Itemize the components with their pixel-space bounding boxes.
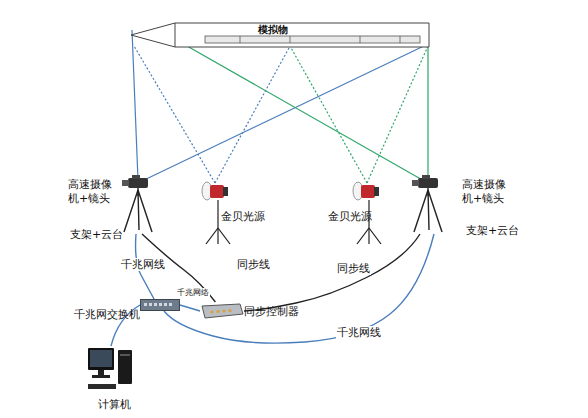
- node-label: 金贝光源: [328, 210, 372, 224]
- cable-label: 同步线: [336, 262, 371, 275]
- node-label: 金贝光源: [221, 210, 265, 224]
- node-label: 支架+云台: [466, 224, 519, 238]
- node-label: 计算机: [98, 398, 131, 412]
- equipment-node: 千兆网交换机: [140, 299, 180, 311]
- light-ray: [367, 46, 428, 183]
- equipment-node: 同步控制器: [200, 302, 244, 320]
- cable-label: 千兆网线: [120, 258, 166, 271]
- node-label: 高速摄像机+镜头: [68, 178, 116, 206]
- equipment-node: 金贝光源: [352, 180, 382, 246]
- view-ray: [132, 30, 138, 180]
- node-label: 高速摄像机+镜头: [462, 178, 510, 206]
- cable-label: 同步线: [236, 258, 271, 271]
- cable-label: 千兆网线: [336, 326, 382, 339]
- equipment-node: 高速摄像机+镜头支架+云台: [118, 172, 158, 234]
- sync-controller-icon: [200, 302, 244, 320]
- cable-connector: [180, 305, 200, 311]
- view-ray: [180, 42, 426, 182]
- equipment-node: 计算机: [86, 346, 136, 392]
- view-ray: [427, 30, 428, 180]
- node-label: 同步控制器: [244, 305, 299, 319]
- camera-tripod-icon: [118, 172, 158, 234]
- view-ray: [140, 44, 428, 182]
- node-label: 模拟物: [258, 24, 288, 37]
- equipment-node: 金贝光源: [201, 180, 231, 246]
- light-ray: [134, 46, 215, 183]
- cable-label: 千兆网络: [176, 288, 210, 298]
- equipment-node: 高速摄像机+镜头支架+云台: [408, 172, 448, 234]
- cable-connector: [244, 234, 420, 311]
- equipment-node: 模拟物: [130, 22, 430, 48]
- camera-tripod-icon: [408, 172, 448, 234]
- cable-connector: [164, 234, 434, 343]
- light-ray: [290, 46, 367, 183]
- network-switch-icon: [140, 299, 180, 311]
- computer-icon: [86, 346, 136, 392]
- light-ray: [215, 46, 290, 183]
- node-label: 支架+云台: [70, 228, 123, 242]
- node-label: 千兆网交换机: [74, 308, 140, 322]
